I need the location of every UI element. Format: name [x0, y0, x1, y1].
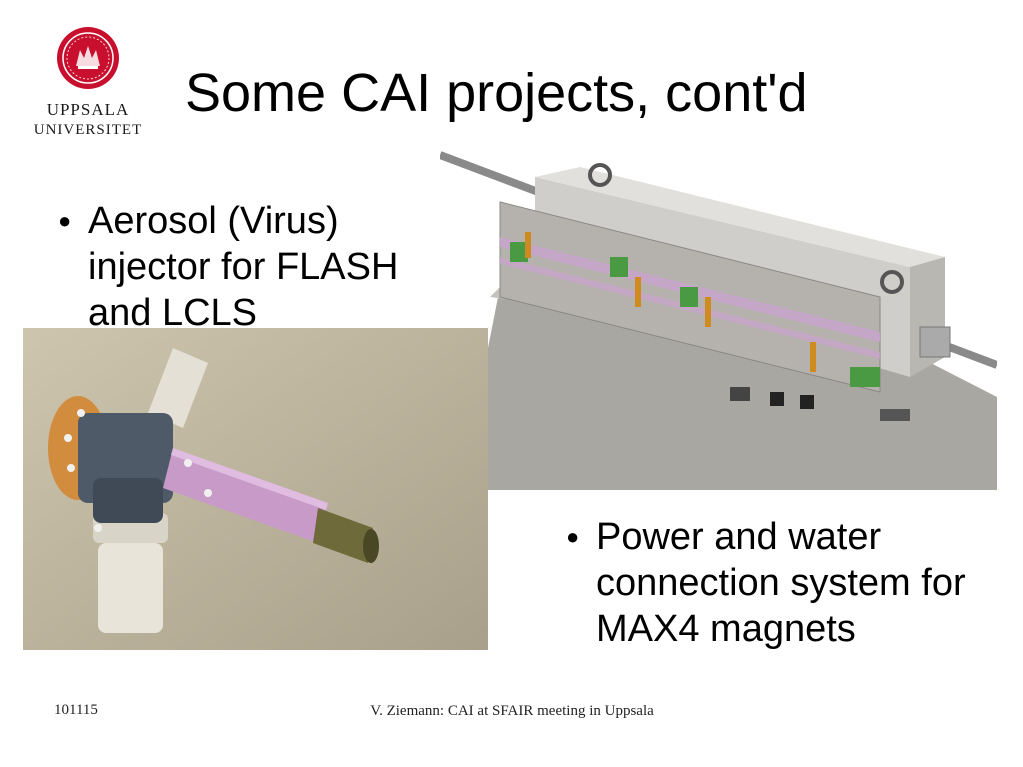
- bullet-power-water-system: ● Power and water connection system for …: [566, 514, 1006, 652]
- bullet-dot-icon: ●: [58, 208, 72, 233]
- university-seal-icon: [57, 27, 119, 89]
- bullet-text: Aerosol (Virus) injector for FLASH and L…: [88, 200, 399, 334]
- aerosol-injector-image: [23, 328, 488, 650]
- bullet-dot-icon: ●: [566, 524, 580, 549]
- max4-magnet-image: [440, 147, 997, 490]
- footer-date: 101115: [54, 702, 98, 718]
- slide-title: Some CAI projects, cont'd: [185, 63, 808, 123]
- bullet-aerosol-injector: ● Aerosol (Virus) injector for FLASH and…: [58, 198, 448, 336]
- logo-text-universitet: UNIVERSITET: [33, 122, 143, 138]
- bullet-text: Power and water connection system for MA…: [596, 516, 966, 650]
- footer-presenter: V. Ziemann: CAI at SFAIR meeting in Upps…: [370, 703, 654, 719]
- logo-text-uppsala: UPPSALA: [46, 100, 130, 119]
- uppsala-logo: UPPSALA UNIVERSITET: [28, 26, 148, 144]
